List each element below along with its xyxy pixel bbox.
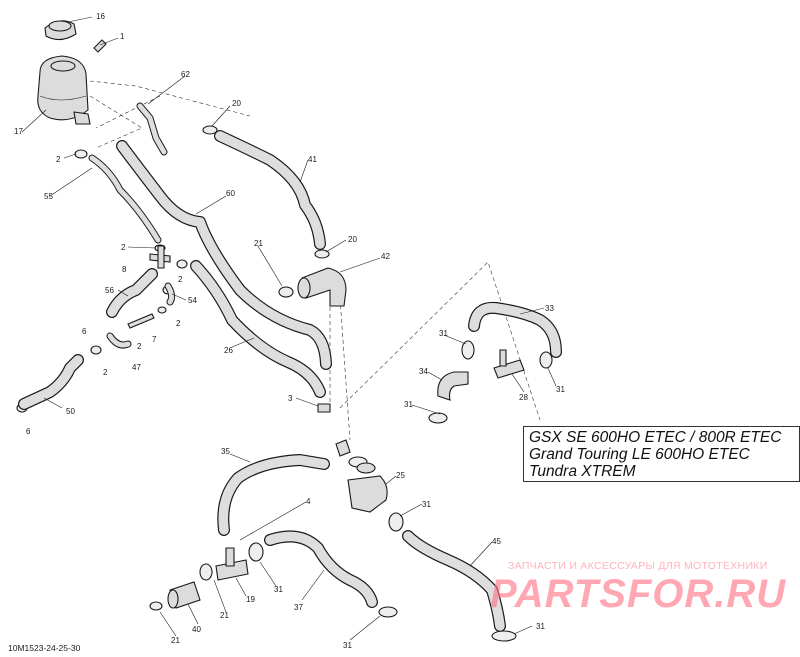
return-hose	[190, 260, 326, 398]
watermark-slogan: ЗАПЧАСТИ И АКСЕССУАРЫ ДЛЯ МОТОТЕХНИКИ	[508, 560, 768, 572]
callout: 50	[66, 407, 75, 416]
callout: 2	[121, 243, 126, 252]
clamp-ring	[199, 563, 213, 581]
coupling-hose	[167, 581, 201, 609]
callout: 3	[288, 394, 293, 403]
engine-hose	[264, 530, 378, 608]
long-hose	[116, 140, 332, 370]
callout: 42	[381, 252, 390, 261]
callout: 37	[294, 603, 303, 612]
callout: 35	[221, 447, 230, 456]
callout: 4	[306, 497, 311, 506]
clamp-ring	[248, 542, 264, 562]
callout: 31	[422, 500, 431, 509]
elbow-fitting	[297, 267, 347, 307]
callout: 2	[137, 342, 142, 351]
lower-hose	[402, 530, 506, 632]
tee-connector	[215, 547, 249, 581]
callout: 8	[122, 265, 127, 274]
callout: 26	[224, 346, 233, 355]
callout: 7	[152, 335, 157, 344]
callout: 20	[348, 235, 357, 244]
callout: 20	[232, 99, 241, 108]
coolant-reservoir	[37, 55, 91, 125]
vent-hose	[136, 102, 168, 156]
callout: 17	[14, 127, 23, 136]
callout: 21	[220, 611, 229, 620]
callout: 54	[188, 296, 197, 305]
callout: 2	[178, 275, 183, 284]
watermark-brand: PARTSFOR.RU	[490, 572, 787, 616]
callout: 2	[176, 319, 181, 328]
callout: 2	[56, 155, 61, 164]
diagram-id: 10M1523-24-25-30	[8, 643, 81, 653]
bolt	[93, 37, 119, 53]
radiator-hose	[468, 301, 562, 358]
bleed-hose	[106, 332, 132, 349]
inlet-hose	[217, 454, 330, 536]
callout: 2	[103, 368, 108, 377]
callout: 41	[308, 155, 317, 164]
callout: 47	[132, 363, 141, 372]
model-name: Grand Touring LE 600HO ETEC	[529, 446, 750, 463]
thermostat-housing	[335, 439, 388, 513]
connector-tube	[461, 340, 553, 379]
callout: 55	[44, 192, 53, 201]
callout: 45	[492, 537, 501, 546]
callout-labels: 16 1 17 62 20 2 55 41 60 2 8 2 21 20 42 …	[14, 12, 565, 650]
stud	[127, 313, 155, 329]
callout: 6	[82, 327, 87, 336]
callout: 28	[519, 393, 528, 402]
callout: 62	[181, 70, 190, 79]
upper-hose	[214, 130, 326, 250]
clamp-ring	[149, 601, 163, 611]
leader-lines	[21, 16, 557, 641]
reservoir-cap	[44, 20, 77, 41]
overflow-hose	[88, 154, 162, 244]
callout: 56	[105, 286, 114, 295]
callout: 1	[120, 32, 125, 41]
callout: 31	[556, 385, 565, 394]
reference-lines	[61, 77, 541, 441]
small-hose	[106, 268, 158, 318]
drain-fitting	[317, 403, 331, 413]
callout: 21	[254, 239, 263, 248]
callout: 6	[26, 427, 31, 436]
callout: 31	[274, 585, 283, 594]
callout: 31	[536, 622, 545, 631]
callout: 40	[192, 625, 201, 634]
callout: 25	[396, 471, 405, 480]
callout: 34	[419, 367, 428, 376]
callout: 19	[246, 595, 255, 604]
callout: 33	[545, 304, 554, 313]
model-list-box: GSX SE 600HO ETEC / 800R ETEC Grand Tour…	[523, 426, 800, 482]
model-name: GSX SE 600HO ETEC / 800R ETEC	[529, 429, 782, 446]
callout: 60	[226, 189, 235, 198]
callout: 16	[96, 12, 105, 21]
clamp-ring	[491, 630, 517, 642]
callout: 31	[439, 329, 448, 338]
tee-fitting	[149, 245, 171, 269]
callout: 31	[343, 641, 352, 650]
clamp-ring	[388, 512, 404, 532]
bypass-hose	[18, 354, 84, 410]
clamp-ring	[428, 412, 448, 424]
small-elbow-hose	[164, 282, 176, 306]
clamp-ring	[378, 606, 398, 618]
callout: 21	[171, 636, 180, 645]
short-elbow	[437, 371, 469, 401]
callout: 31	[404, 400, 413, 409]
model-name: Tundra XTREM	[529, 463, 636, 480]
